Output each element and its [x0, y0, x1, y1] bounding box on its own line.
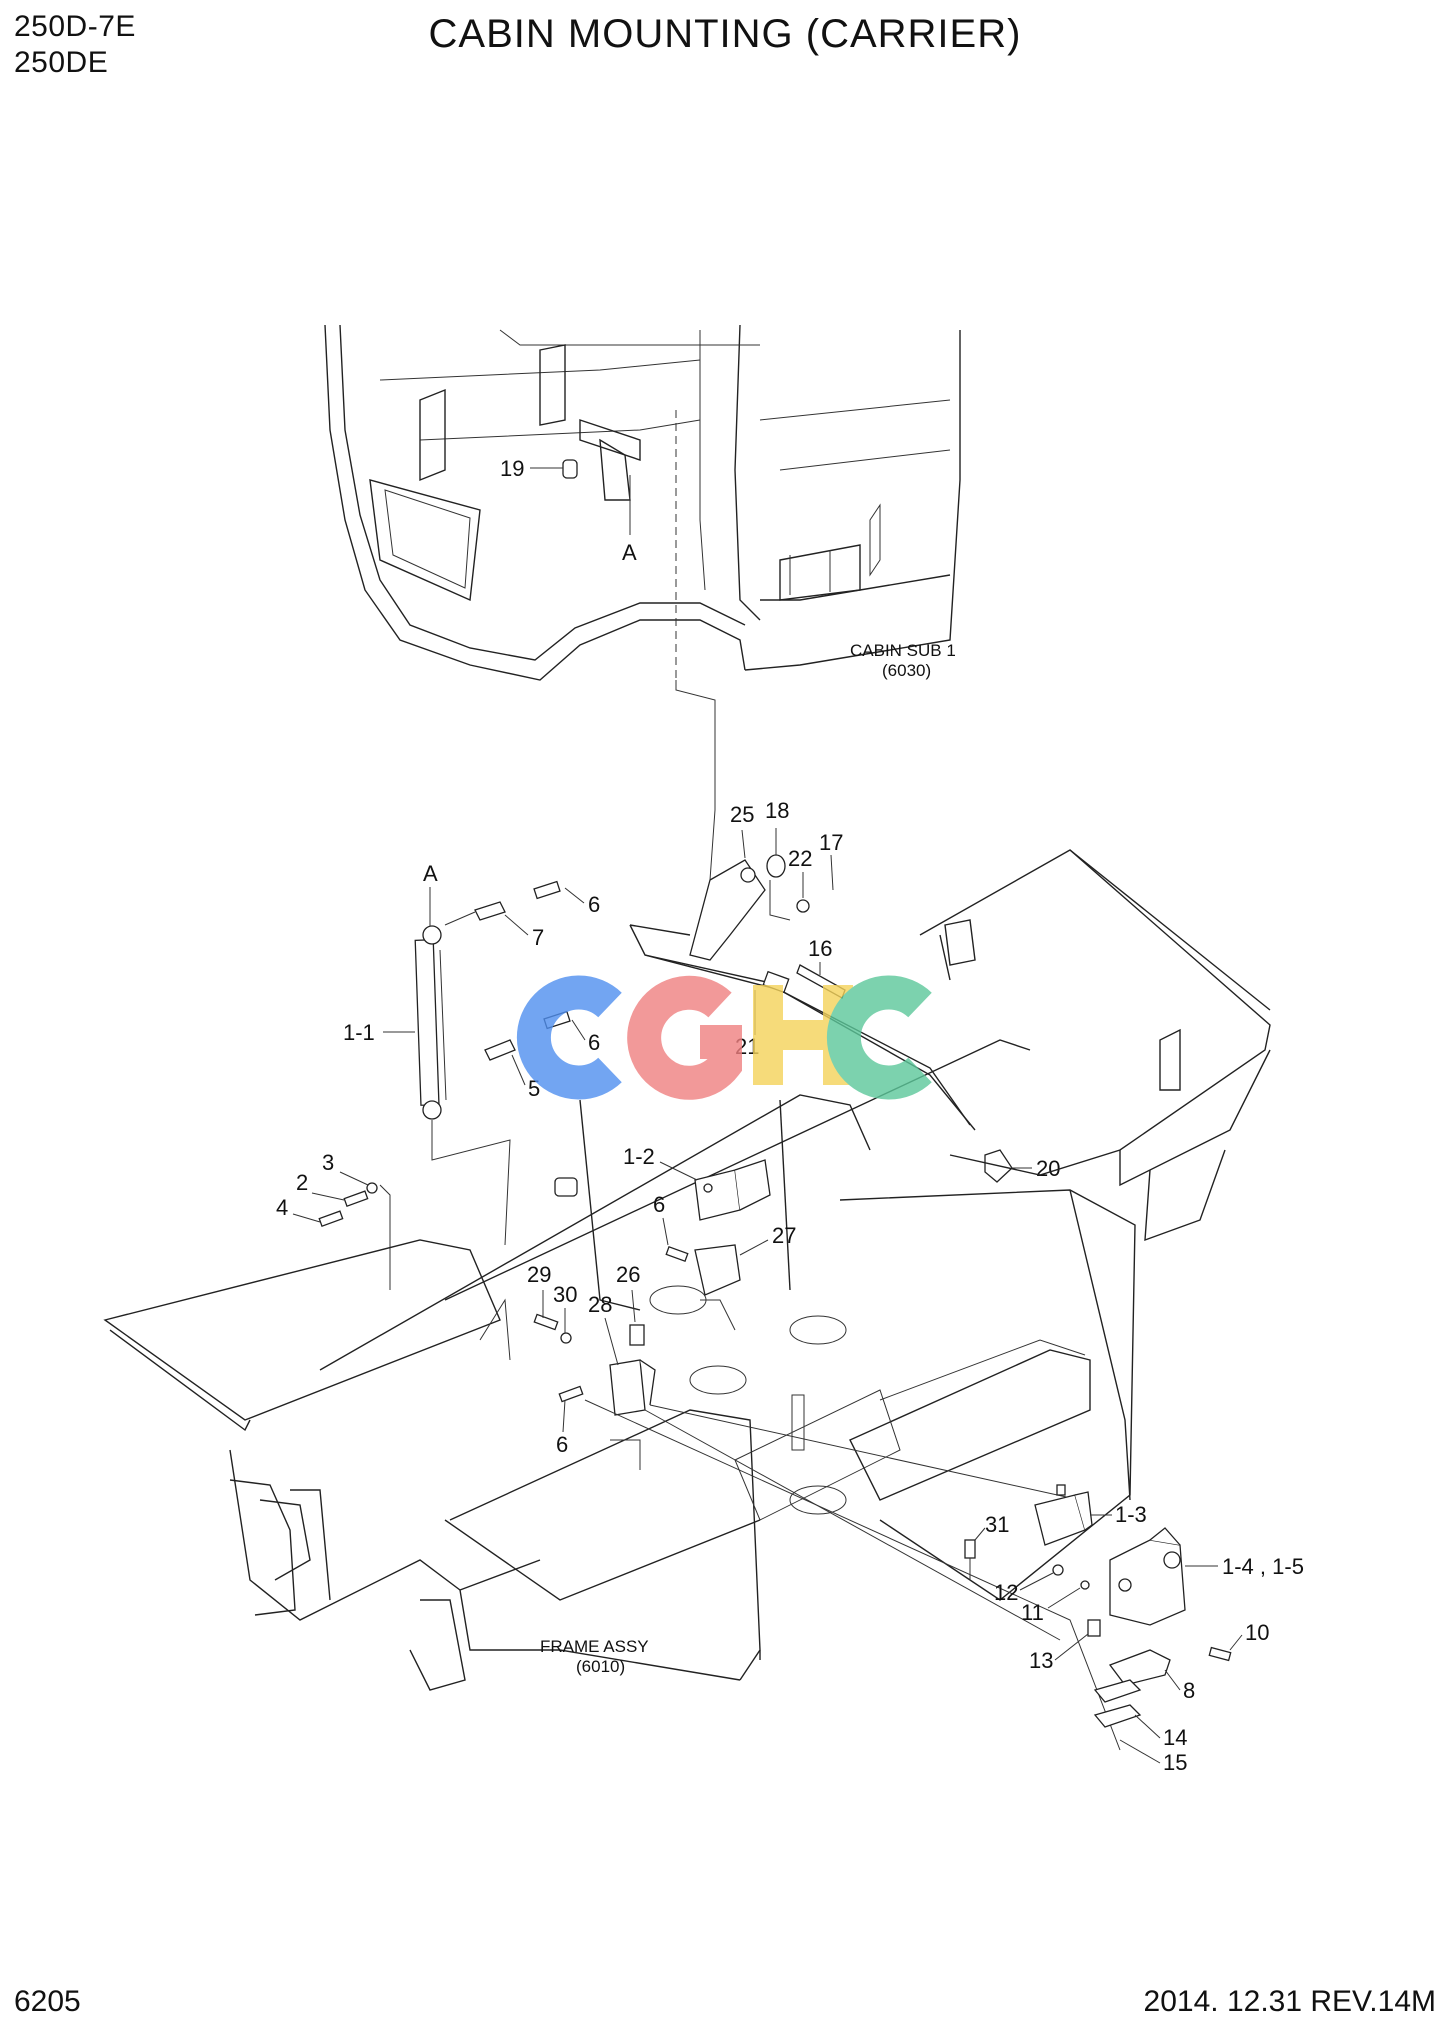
page-number: 6205: [14, 1985, 81, 2018]
callout-1-1: 1-1: [343, 1020, 375, 1045]
callout-2: 2: [296, 1170, 308, 1195]
frame-assy-ref: (6010): [576, 1657, 625, 1676]
frame-assy-label: FRAME ASSY: [540, 1637, 649, 1656]
cabin-drawing: [324, 324, 961, 881]
lock-bracket-group: [533, 1313, 1121, 1751]
callout-6-lower: 6: [556, 1432, 568, 1457]
callout-29: 29: [527, 1262, 551, 1287]
callout-18: 18: [765, 798, 789, 823]
model-code-1: 250D-7E: [14, 10, 136, 43]
cabin-sub-label: CABIN SUB 1: [850, 641, 956, 660]
cabin-sub-ref: (6030): [882, 661, 931, 680]
callout-26: 26: [616, 1262, 640, 1287]
callout-4: 4: [276, 1195, 288, 1220]
callout-15: 15: [1163, 1750, 1187, 1775]
page-title: CABIN MOUNTING (CARRIER): [428, 12, 1022, 56]
callout-28: 28: [588, 1292, 612, 1317]
solenoid-valve: [665, 1159, 771, 1331]
callout-1-2: 1-2: [623, 1144, 655, 1169]
callout-19: 19: [500, 456, 524, 481]
callout-12: 12: [994, 1580, 1018, 1605]
callout-22: 22: [788, 846, 812, 871]
callout-6-solenoid: 6: [653, 1192, 665, 1217]
callout-6-top: 6: [588, 892, 600, 917]
callout-A-cabin: A: [622, 540, 637, 565]
callout-1-4-1-5: 1-4 , 1-5: [1222, 1554, 1304, 1579]
callout-11: 11: [1021, 1600, 1044, 1625]
callout-A-cylinder: A: [423, 861, 438, 886]
callout-20: 20: [1036, 1156, 1060, 1181]
callout-6-mid: 6: [588, 1030, 600, 1055]
lock-lever-assembly: [689, 854, 834, 961]
bolt-set-left: [318, 1182, 391, 1290]
model-code-2: 250DE: [14, 46, 109, 79]
callout-7: 7: [532, 925, 544, 950]
callout-10: 10: [1245, 1620, 1269, 1645]
callout-27: 27: [772, 1223, 796, 1248]
watermark-logo: [516, 975, 932, 1100]
callout-13: 13: [1029, 1648, 1053, 1673]
revision-date: 2014. 12.31 REV.14M: [1143, 1985, 1436, 2018]
callout-16: 16: [808, 936, 832, 961]
callout-3: 3: [322, 1150, 334, 1175]
callout-31: 31: [985, 1512, 1009, 1537]
gas-cylinder: [414, 880, 571, 1246]
callout-14: 14: [1163, 1725, 1187, 1750]
callout-8: 8: [1183, 1678, 1195, 1703]
lock-switch-parts: [964, 1484, 1232, 1728]
frame-drawing: [103, 849, 1271, 1691]
callout-30: 30: [553, 1282, 577, 1307]
callout-17: 17: [819, 830, 843, 855]
callout-25: 25: [730, 802, 754, 827]
callout-1-3: 1-3: [1115, 1502, 1147, 1527]
